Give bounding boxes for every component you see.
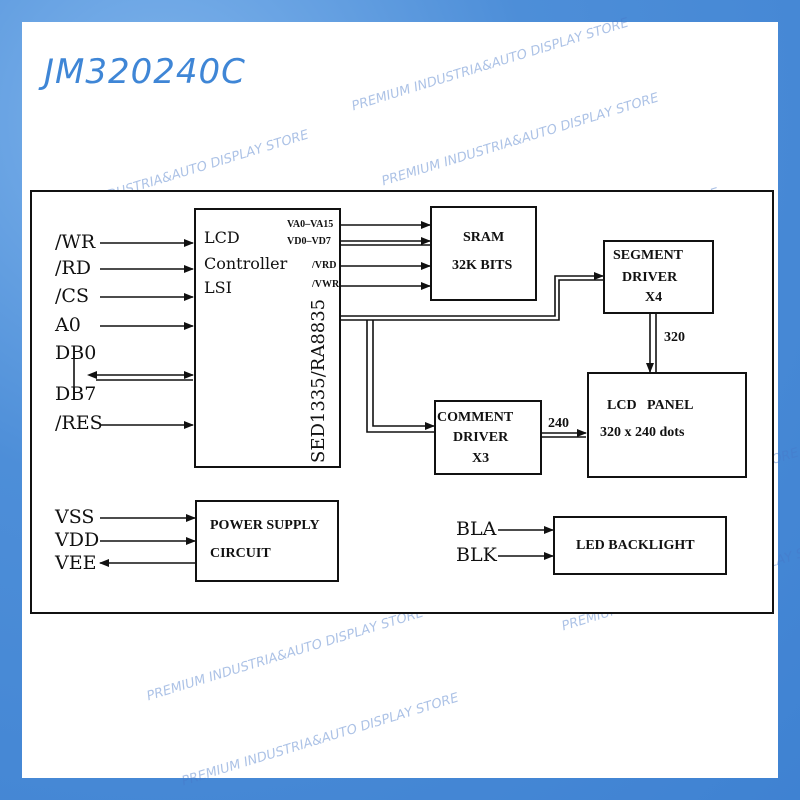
bus-address-label: VA0–VA15	[287, 219, 334, 230]
controller-chip-label: SED1335/RA8835	[308, 298, 329, 463]
signal-blk: BLK	[456, 544, 497, 566]
signal-vss: VSS	[55, 506, 95, 528]
signal-res: /RES	[55, 412, 103, 434]
common-line-count: 240	[548, 416, 569, 431]
lcd-panel-label: LCD PANEL	[607, 398, 694, 413]
comment-driver-sub: DRIVER	[453, 430, 509, 445]
comment-driver-count: X3	[472, 451, 490, 466]
lcd-panel-resolution: 320 x 240 dots	[600, 425, 685, 440]
lcd-panel-block	[587, 372, 747, 478]
bus-write-label: /VWR	[312, 279, 340, 290]
comment-driver-block	[434, 400, 542, 475]
comment-driver-label: COMMENT	[437, 410, 514, 425]
segment-line-count: 320	[664, 330, 685, 345]
signal-db7: DB7	[55, 383, 97, 405]
signal-rd: /RD	[55, 257, 91, 279]
bus-data-label: VD0–VD7	[287, 236, 331, 247]
signal-db0: DB0	[55, 342, 97, 364]
segment-driver-count: X4	[645, 290, 663, 305]
controller-label-lcd: LCD	[204, 228, 240, 247]
controller-label-lsi: LSI	[204, 278, 232, 297]
model-title: JM320240C	[44, 52, 246, 92]
signal-vee: VEE	[55, 552, 97, 574]
signal-vdd: VDD	[55, 529, 100, 551]
power-supply-label: POWER SUPPLY	[210, 518, 320, 533]
segment-driver-sub: DRIVER	[622, 270, 678, 285]
signal-a0: A0	[55, 314, 81, 336]
led-backlight-block	[553, 516, 727, 575]
led-backlight-label: LED BACKLIGHT	[576, 538, 695, 553]
controller-label-controller: Controller	[204, 254, 288, 273]
signal-bla: BLA	[456, 518, 497, 540]
power-supply-sub: CIRCUIT	[210, 546, 271, 561]
signal-cs: /CS	[55, 285, 89, 307]
sram-size-label: 32K BITS	[452, 258, 513, 273]
segment-driver-label: SEGMENT	[613, 248, 684, 263]
bus-read-label: /VRD	[312, 260, 337, 271]
power-supply-block	[195, 500, 339, 582]
lcd-controller-block	[194, 208, 341, 468]
signal-wr: /WR	[55, 231, 96, 253]
segment-driver-block	[603, 240, 714, 314]
sram-block	[430, 206, 537, 301]
sram-label: SRAM	[463, 230, 505, 245]
